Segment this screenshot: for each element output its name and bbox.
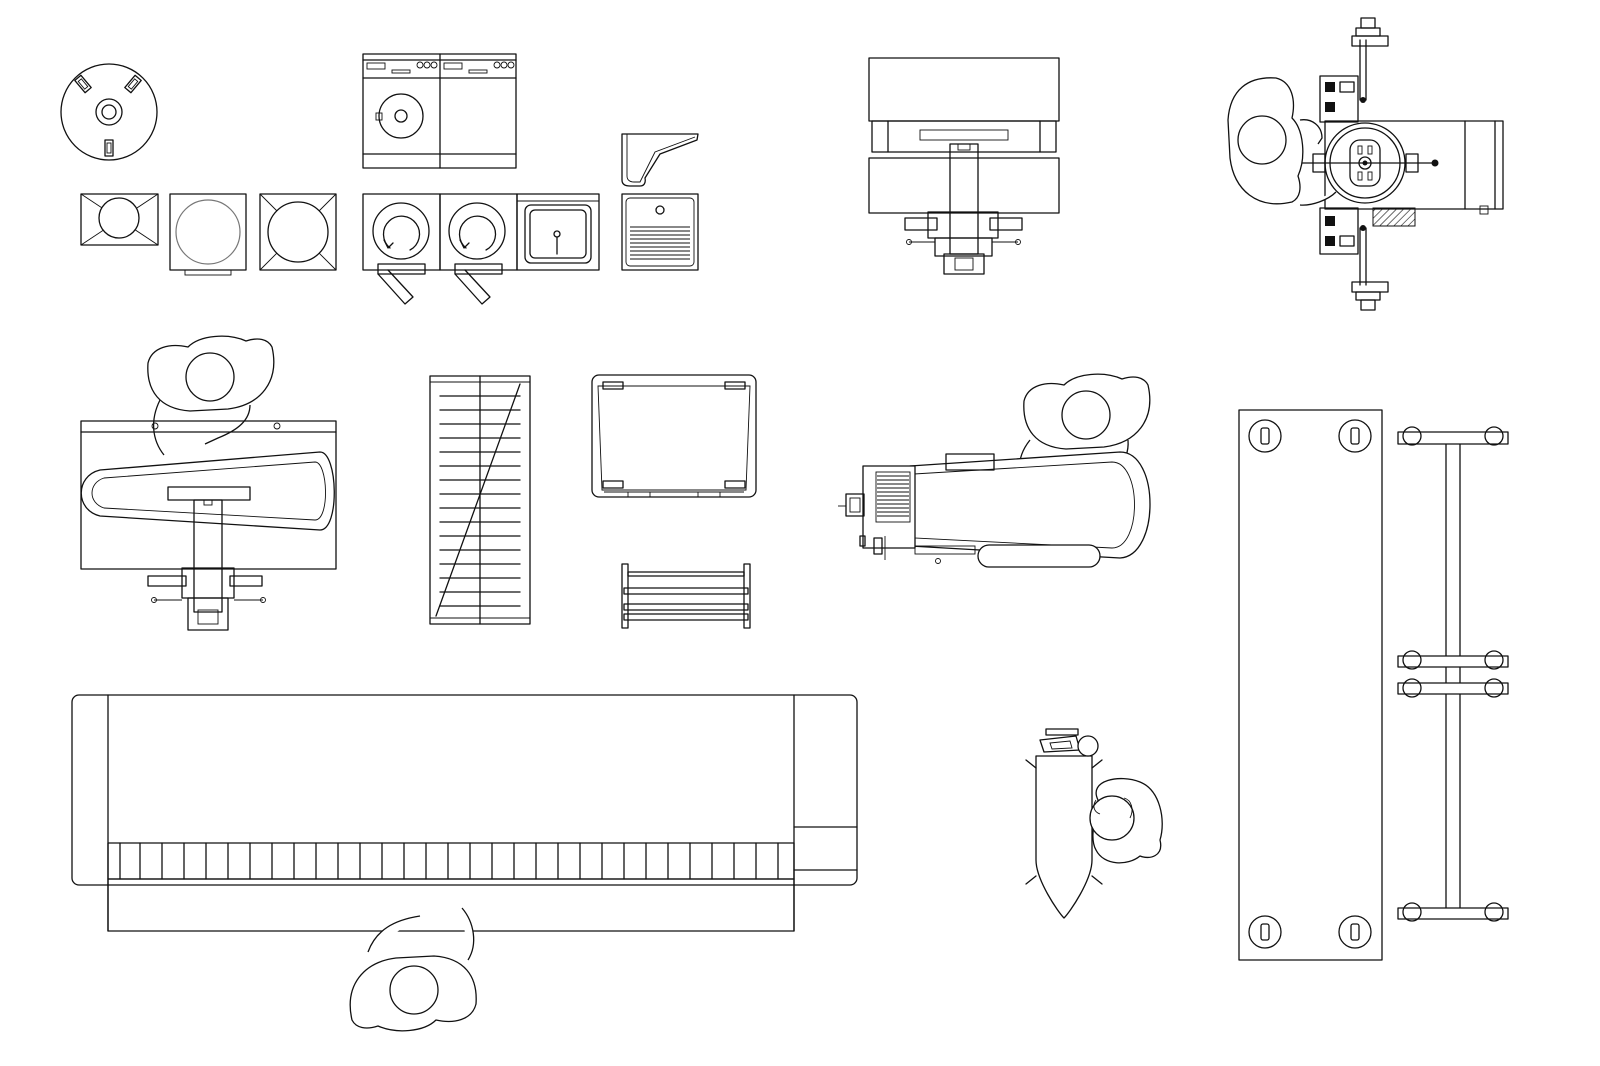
utility-sink-icon <box>516 193 600 271</box>
dryer-plan-icon <box>259 193 337 271</box>
ironing-board-with-person-icon <box>1025 728 1163 919</box>
drying-rack-icon <box>429 375 531 625</box>
laundry-tub-elevation-icon <box>621 133 699 187</box>
flatwork-ironer-with-operator-icon <box>71 694 858 1032</box>
press-with-operator-icon <box>80 335 337 631</box>
laundry-tub-plan-icon <box>621 193 699 271</box>
front-loader-plan-icon <box>80 193 159 246</box>
washer-dryer-stack-elevation-icon <box>362 53 517 169</box>
spotting-station-with-person-icon <box>1227 17 1504 311</box>
garment-rail-icon <box>1397 426 1509 922</box>
work-table-icon <box>1238 409 1383 961</box>
folding-table-icon <box>591 374 757 498</box>
floor-drain-icon <box>60 63 158 161</box>
shelf-rack-icon <box>621 563 751 629</box>
top-loader-plan-icon <box>169 193 247 276</box>
utility-press-with-operator-icon <box>838 373 1151 568</box>
washer-open-door-plan-icon <box>362 193 518 305</box>
pressing-machine-icon <box>868 57 1060 275</box>
